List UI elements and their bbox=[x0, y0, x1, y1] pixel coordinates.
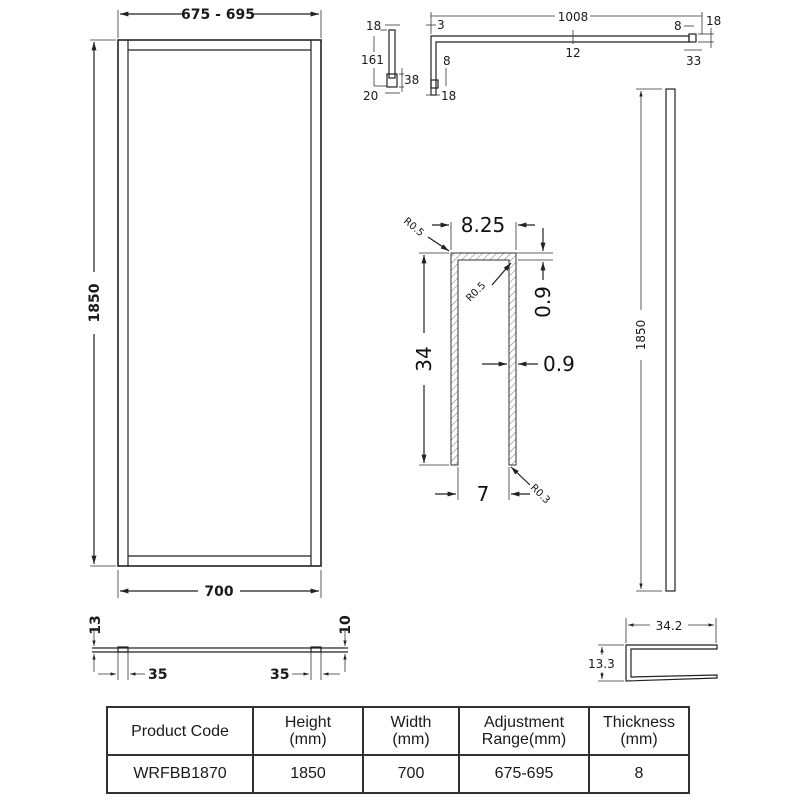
svg-text:18: 18 bbox=[366, 19, 381, 33]
header-width: Width(mm) bbox=[362, 706, 460, 756]
svg-text:35: 35 bbox=[148, 667, 167, 683]
header-product-code: Product Code bbox=[106, 706, 254, 756]
svg-text:13: 13 bbox=[88, 615, 104, 634]
svg-text:R0.5: R0.5 bbox=[464, 280, 488, 304]
dim-inner-width: 8.25 bbox=[461, 213, 506, 237]
svg-text:R0.5: R0.5 bbox=[401, 216, 426, 239]
table-header-row: Product Code Height(mm) Width(mm) Adjust… bbox=[106, 706, 690, 756]
dim-height: 34 bbox=[412, 346, 436, 371]
dim-top-thickness: 0.9 bbox=[531, 286, 555, 318]
cell-height: 1850 bbox=[252, 754, 364, 794]
dim-bottom-gap: 7 bbox=[477, 482, 490, 506]
spec-table: Product Code Height(mm) Width(mm) Adjust… bbox=[106, 706, 690, 794]
svg-text:161: 161 bbox=[361, 53, 384, 67]
dim-height: 1850 bbox=[87, 283, 103, 322]
cell-thickness: 8 bbox=[588, 754, 690, 794]
svg-text:10: 10 bbox=[338, 615, 354, 635]
table-row: WRFBB1870 1850 700 675-695 8 bbox=[106, 754, 690, 794]
svg-text:8: 8 bbox=[443, 54, 451, 68]
dim-width-range: 675 - 695 bbox=[181, 7, 255, 23]
svg-text:38: 38 bbox=[404, 73, 419, 87]
header-height: Height(mm) bbox=[252, 706, 364, 756]
svg-text:1008: 1008 bbox=[558, 10, 589, 24]
dim-wall-thickness: 0.9 bbox=[543, 352, 575, 376]
svg-text:33: 33 bbox=[686, 54, 701, 68]
svg-text:18: 18 bbox=[706, 14, 721, 28]
header-thickness: Thickness(mm) bbox=[588, 706, 690, 756]
cell-adjustment-range: 675-695 bbox=[458, 754, 590, 794]
svg-text:20: 20 bbox=[363, 89, 378, 103]
svg-text:34.2: 34.2 bbox=[656, 619, 683, 633]
channel-section: 8.25 R0.5 R0.5 0.9 34 0.9 7 R0.3 bbox=[401, 213, 575, 506]
vertical-profile: 1850 bbox=[634, 88, 676, 592]
svg-text:R0.3: R0.3 bbox=[528, 482, 552, 506]
svg-text:35: 35 bbox=[270, 667, 289, 683]
cell-product-code: WRFBB1870 bbox=[106, 754, 254, 794]
front-view: 675 - 695 1850 700 bbox=[87, 7, 322, 600]
top-rail-profile: 1008 3 12 8 18 33 8 18 bbox=[426, 10, 721, 103]
dim-vertical-height: 1850 bbox=[634, 320, 648, 351]
end-cap-profile: 34.2 13.3 bbox=[588, 618, 718, 682]
svg-text:3: 3 bbox=[437, 18, 445, 32]
bottom-view: 13 10 35 35 bbox=[88, 615, 354, 683]
svg-text:18: 18 bbox=[441, 89, 456, 103]
svg-text:12: 12 bbox=[565, 46, 580, 60]
svg-text:13.3: 13.3 bbox=[588, 657, 615, 671]
dim-width: 700 bbox=[204, 584, 233, 600]
cell-width: 700 bbox=[362, 754, 460, 794]
side-profile-small: 18 161 38 20 bbox=[361, 19, 419, 103]
svg-text:8: 8 bbox=[674, 19, 682, 33]
